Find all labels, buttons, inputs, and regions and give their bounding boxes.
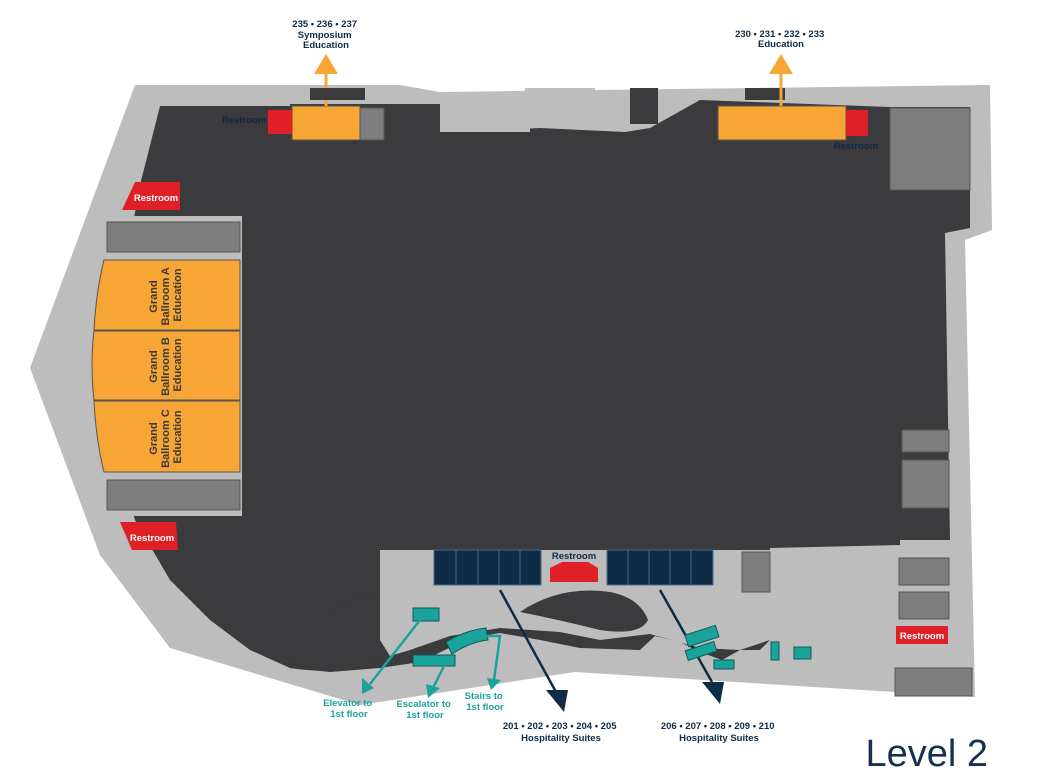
top-right-education-room[interactable] bbox=[717, 105, 847, 141]
ballroom-c-line2: Ballroom C bbox=[160, 409, 172, 468]
escalator-label: Escalator to 1st floor bbox=[396, 699, 453, 721]
grand-ballroom-a[interactable] bbox=[93, 259, 241, 331]
east-service-block bbox=[894, 667, 973, 697]
center-island bbox=[520, 590, 648, 632]
top-left-service-block bbox=[359, 107, 385, 141]
restroom-top-left[interactable] bbox=[268, 110, 292, 134]
stairs-arrow-line bbox=[484, 634, 502, 681]
symposium-line1: Symposium bbox=[298, 30, 352, 41]
elevator-label: Elevator to 1st floor bbox=[323, 698, 375, 720]
elevator-line1: Elevator to bbox=[323, 698, 372, 709]
top-corridor-notch bbox=[630, 88, 658, 124]
hospitality-suites-right[interactable] bbox=[606, 549, 714, 586]
ballroom-c-label: Grand Ballroom C Education bbox=[148, 406, 184, 468]
escalator-landing bbox=[412, 654, 456, 667]
south-service-block bbox=[741, 551, 771, 593]
symposium-line2: Education bbox=[303, 40, 349, 51]
escalator-arrow-head bbox=[426, 684, 440, 698]
top-right-numbers: 230 • 231 • 232 • 233 bbox=[735, 29, 824, 40]
east-stair-block bbox=[793, 646, 812, 660]
restroom-center[interactable]: Restroom bbox=[550, 551, 598, 582]
symposium-label: 235 • 236 • 237 Symposium Education bbox=[292, 19, 359, 51]
top-right-room-label: 230 • 231 • 232 • 233 Education bbox=[735, 29, 827, 50]
escalator-line1: Escalator to bbox=[396, 699, 451, 710]
restroom-west-lower[interactable]: Restroom bbox=[120, 522, 178, 550]
top-corridor-notch bbox=[525, 88, 595, 124]
stairs-landing bbox=[713, 659, 735, 670]
ballroom-b-line1: Grand bbox=[148, 350, 160, 382]
ballroom-a-line1: Grand bbox=[148, 280, 160, 312]
restroom-top-right-label: Restroom bbox=[834, 141, 878, 152]
east-service-block bbox=[898, 557, 950, 586]
restroom-west-upper-label: Restroom bbox=[134, 193, 178, 204]
east-service-block bbox=[901, 459, 950, 509]
main-floor-area bbox=[100, 100, 970, 672]
elevator-line2: 1st floor bbox=[330, 709, 368, 720]
top-right-line1: Education bbox=[758, 39, 804, 50]
top-corridor-notch bbox=[310, 88, 365, 100]
escalator[interactable] bbox=[445, 627, 489, 655]
east-service-block bbox=[898, 591, 950, 620]
ballroom-a-label: Grand Ballroom A Education bbox=[148, 265, 184, 326]
ballroom-c-line3: Education bbox=[172, 410, 184, 463]
top-right-service-block bbox=[889, 107, 971, 191]
stairs-line2: 1st floor bbox=[466, 702, 504, 713]
top-right-arrow-head bbox=[769, 54, 793, 74]
stairs-label: Stairs to 1st floor bbox=[465, 691, 506, 713]
service-block bbox=[106, 221, 241, 253]
restroom-top-right[interactable] bbox=[846, 110, 868, 136]
escalator-arrow-line bbox=[431, 661, 448, 689]
ballroom-a-line3: Education bbox=[172, 268, 184, 321]
hospitality-right-text: Hospitality Suites bbox=[679, 733, 759, 744]
stairs-lower bbox=[684, 640, 718, 662]
stairs[interactable] bbox=[684, 624, 720, 648]
hospitality-right-arrow-head bbox=[702, 682, 724, 704]
elevator-arrow-head bbox=[362, 678, 374, 694]
restroom-east-label: Restroom bbox=[900, 631, 944, 642]
hospitality-left-label: 201 • 202 • 203 • 204 • 205 Hospitality … bbox=[503, 721, 619, 744]
ballroom-b-label: Grand Ballroom B Education bbox=[148, 334, 184, 396]
hospitality-suites-left[interactable] bbox=[433, 549, 542, 586]
symposium-education-room[interactable] bbox=[291, 105, 361, 141]
restroom-west-lower-label: Restroom bbox=[130, 533, 174, 544]
symposium-numbers: 235 • 236 • 237 bbox=[292, 19, 357, 30]
grand-ballroom-b[interactable] bbox=[91, 330, 241, 401]
south-lobby-curve bbox=[290, 590, 380, 671]
stairs-line1: Stairs to bbox=[465, 691, 503, 702]
ballroom-b-line3: Education bbox=[172, 338, 184, 391]
restroom-top-left-label: Restroom bbox=[222, 115, 266, 126]
east-stair-block bbox=[770, 641, 780, 661]
east-service-block bbox=[901, 429, 950, 453]
restroom-center-label: Restroom bbox=[552, 551, 596, 562]
hospitality-left-arrow-head bbox=[546, 690, 568, 712]
escalator-line2: 1st floor bbox=[406, 710, 444, 721]
hospitality-left-arrow-line bbox=[498, 589, 558, 693]
hospitality-right-numbers: 206 • 207 • 208 • 209 • 210 bbox=[661, 721, 775, 732]
ballroom-b-line2: Ballroom B bbox=[160, 337, 172, 396]
top-corridor-notch bbox=[440, 96, 530, 132]
hospitality-right-label: 206 • 207 • 208 • 209 • 210 Hospitality … bbox=[661, 721, 777, 744]
symposium-arrow-head bbox=[314, 54, 338, 74]
restroom-west-upper[interactable]: Restroom bbox=[122, 182, 180, 210]
top-corridor-notch bbox=[745, 88, 785, 100]
elevator[interactable] bbox=[412, 607, 440, 622]
ballroom-c-line1: Grand bbox=[148, 422, 160, 454]
grand-ballroom-c[interactable] bbox=[93, 400, 241, 473]
restroom-east[interactable]: Restroom bbox=[896, 626, 948, 644]
level-title: Level 2 bbox=[865, 733, 988, 775]
hospitality-left-text: Hospitality Suites bbox=[521, 733, 601, 744]
elevator-arrow-line bbox=[369, 619, 421, 685]
service-block bbox=[106, 479, 241, 511]
hospitality-left-numbers: 201 • 202 • 203 • 204 • 205 bbox=[503, 721, 617, 732]
stairs-arrow-head bbox=[487, 678, 501, 690]
ballroom-a-line2: Ballroom A bbox=[160, 267, 172, 325]
top-corridor-notch bbox=[595, 96, 635, 126]
